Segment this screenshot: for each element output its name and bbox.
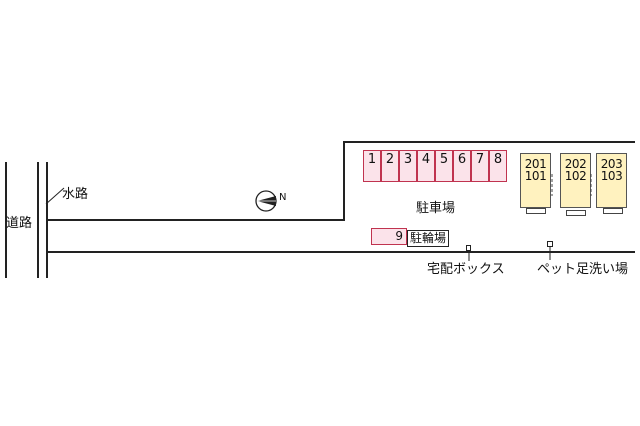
delivery-box-leader [468, 250, 470, 261]
pet-wash-label: ペット足洗い場 [537, 262, 629, 277]
parking-spot-9-label: 9 [395, 229, 403, 243]
parking-spot: 7 [471, 150, 489, 182]
pet-wash-leader [549, 247, 551, 260]
road-edge-left [5, 162, 7, 278]
parking-spot: 2 [381, 150, 399, 182]
entrance-step [603, 208, 623, 214]
entrance-lines [551, 174, 592, 196]
parking-spot: 4 [417, 150, 435, 182]
parking-spot: 8 [489, 150, 507, 182]
unit-203-103: 203 103 [596, 153, 627, 208]
unit-202-102: 202 102 [560, 153, 591, 208]
parking-label: 駐車場 [416, 201, 456, 216]
waterway-label: 水路 [62, 187, 89, 202]
parking-spot-9: 9 [371, 228, 407, 245]
unit-upper-number: 201 [524, 157, 547, 171]
unit-201-101: 201 101 [520, 153, 551, 208]
compass-north-label: N [279, 192, 287, 203]
bike-parking-label: 駐輪場 [409, 231, 446, 245]
unit-upper-number: 202 [564, 157, 587, 171]
parking-spot: 6 [453, 150, 471, 182]
bike-parking: 駐輪場 [407, 230, 449, 247]
unit-lower-number: 103 [600, 169, 623, 183]
waterway-line [46, 162, 48, 278]
unit-lower-number: 101 [524, 169, 547, 183]
unit-lower-number: 102 [564, 169, 587, 183]
pet-wash-marker [547, 241, 553, 247]
parking-spot: 1 [363, 150, 381, 182]
compass: N [255, 189, 287, 213]
parking-spot: 5 [435, 150, 453, 182]
road-edge-right [37, 162, 39, 278]
entrance-step [526, 208, 546, 214]
unit-upper-number: 203 [600, 157, 623, 171]
compass-icon [255, 190, 277, 212]
delivery-box-label: 宅配ボックス [427, 262, 505, 277]
entrance-step [566, 210, 586, 216]
road-label: 道路 [6, 216, 33, 231]
parking-spot: 3 [399, 150, 417, 182]
waterway-leader [45, 187, 65, 205]
